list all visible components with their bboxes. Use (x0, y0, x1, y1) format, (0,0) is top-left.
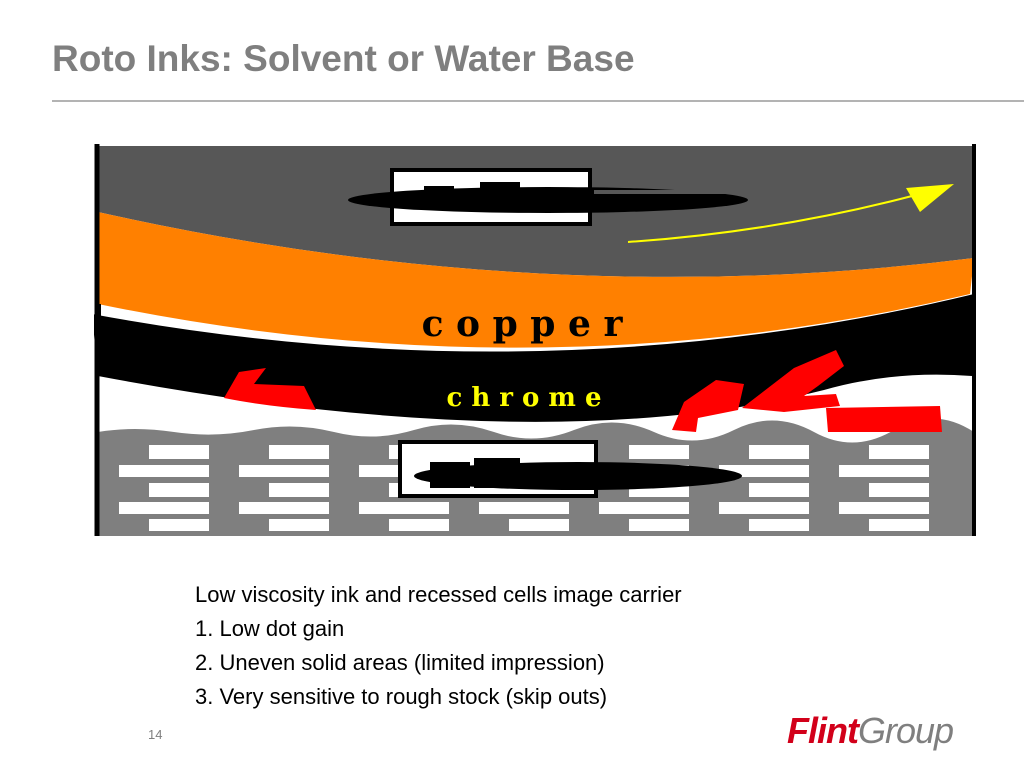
copper-layer (98, 212, 974, 348)
direction-arrow (627, 184, 954, 243)
chrome-layer-label: c h r o m e (446, 383, 601, 413)
caption-block: Low viscosity ink and recessed cells ima… (195, 578, 682, 714)
caption-line: 3. Very sensitive to rough stock (skip o… (195, 684, 608, 709)
logo-wordmark-group: Group (857, 710, 954, 751)
caption-line: Low viscosity ink and recessed cells ima… (195, 582, 682, 607)
steel-label-box (348, 168, 748, 226)
title-divider (52, 100, 1024, 102)
gravure-cross-section-diagram: c o p p e r c h r o m e (94, 140, 978, 540)
copper-layer-label: c o p p e r (422, 303, 624, 345)
flint-group-logo: FlintGroup (787, 710, 954, 752)
chrome-layer (94, 294, 974, 422)
caption-line: 2. Uneven solid areas (limited impressio… (195, 650, 605, 675)
page-number: 14 (148, 727, 163, 742)
logo-wordmark-flint: Flint (787, 710, 859, 751)
slide-title: Roto Inks: Solvent or Water Base (52, 38, 635, 79)
ink-cells (224, 350, 942, 432)
caption-line: 1. Low dot gain (195, 616, 345, 641)
stock-label-box (398, 440, 742, 498)
